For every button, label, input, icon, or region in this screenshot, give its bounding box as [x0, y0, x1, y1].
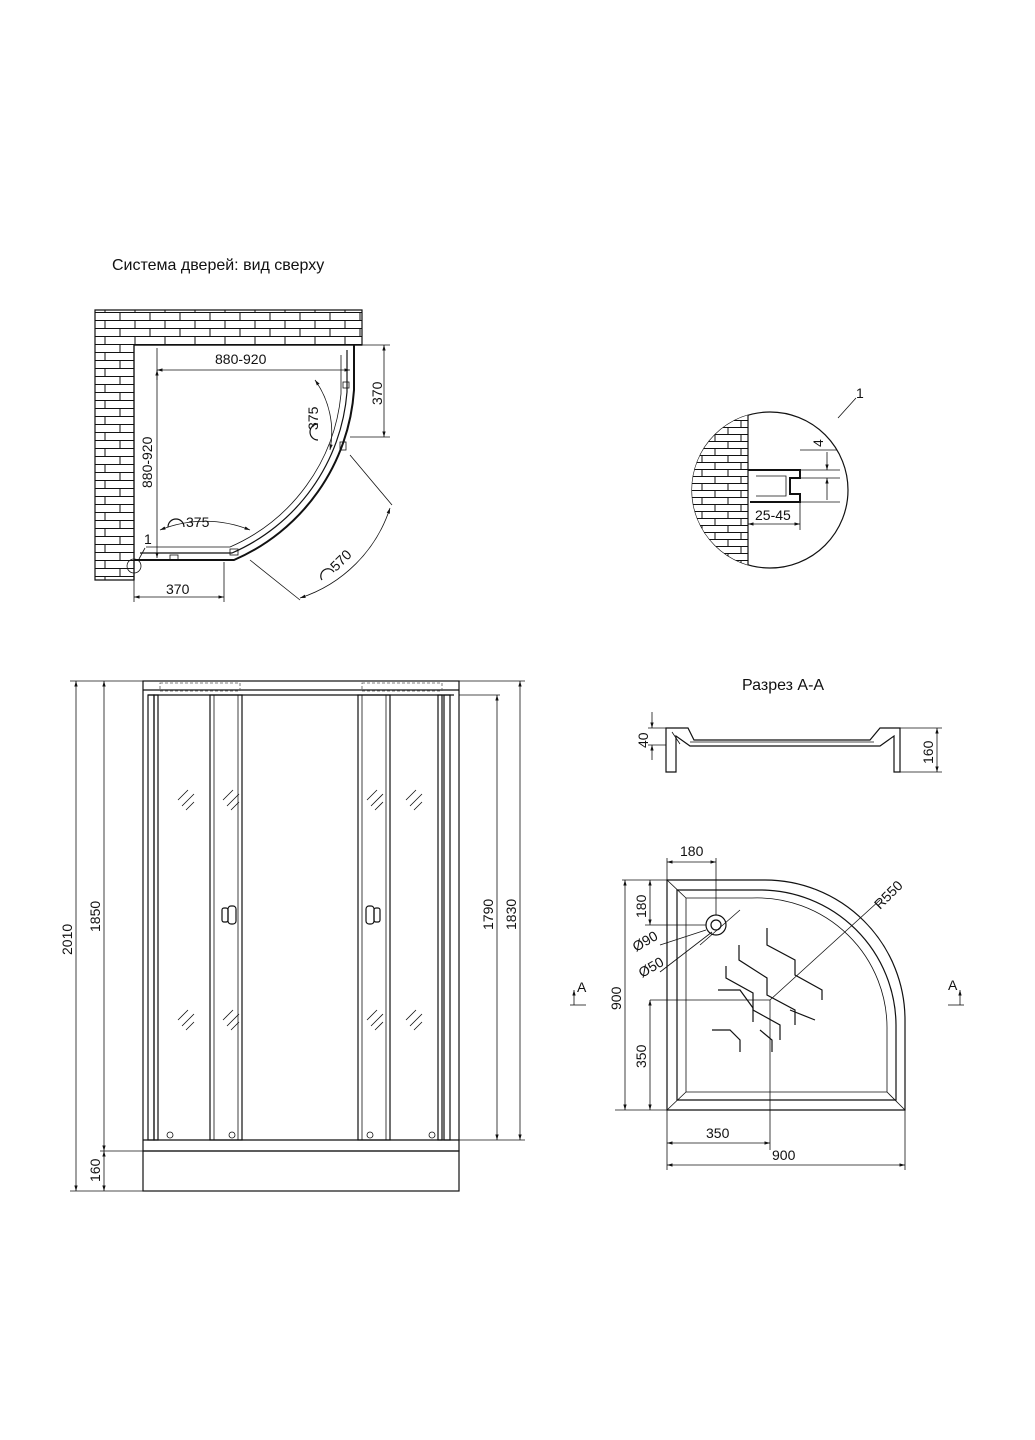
dim-plan-width: 900 [772, 1147, 796, 1163]
top-view-title: Система дверей: вид сверху [112, 257, 324, 274]
dim-depth: 880-920 [139, 436, 155, 488]
roller-left [169, 554, 179, 561]
roller-mid [339, 441, 347, 451]
section-view: Разрез А-А 40 160 [635, 677, 942, 773]
door-handle-left [221, 905, 237, 925]
frame-arc [134, 345, 355, 561]
roller-bottom [229, 548, 239, 556]
door-handle-right [365, 905, 381, 925]
dim-door-height: 1790 [480, 899, 496, 930]
dim-tray-height: 160 [87, 1158, 103, 1182]
dim-center-y: 350 [633, 1044, 649, 1068]
detail-callout: 1 [856, 385, 864, 401]
bottom-rollers [166, 1131, 436, 1139]
tray-plan: R550 180 180 Ø90 Ø50 900 350 350 900 [570, 843, 964, 1170]
dim-outlet: Ø90 [630, 927, 661, 954]
dim-width: 880-920 [215, 351, 267, 367]
door-panel-left [209, 694, 243, 1141]
dim-drain-y: 180 [633, 894, 649, 918]
detail-view: 4 25-45 1 [691, 385, 864, 569]
section-title: Разрез А-А [742, 677, 824, 694]
callout-circle [126, 558, 142, 574]
door-panel-right [357, 694, 391, 1141]
roller-top [342, 381, 350, 389]
dim-section-height: 160 [920, 740, 936, 764]
dim-right-offset: 370 [369, 381, 385, 405]
dim-inner-height: 1830 [503, 899, 519, 930]
cut-label-right: A [948, 977, 958, 993]
dim-drain: Ø50 [636, 953, 667, 980]
tray-front [142, 1150, 460, 1192]
callout-1: 1 [144, 531, 152, 547]
top-view: Система дверей: вид сверху 880-920 880-9… [94, 257, 393, 602]
dim-frame-height: 1850 [87, 901, 103, 932]
dim-plan-depth: 900 [608, 986, 624, 1010]
dim-radius: R550 [871, 877, 906, 912]
tray-outline [666, 879, 906, 1111]
cabin-frame [142, 680, 460, 1152]
profile-section [748, 469, 801, 503]
cut-label-left: A [577, 979, 587, 995]
dim-arc-right: 375 [305, 406, 321, 430]
cut-marker-left: A [570, 979, 587, 1006]
dim-adjust: 25-45 [755, 507, 791, 523]
cut-marker-right: A [948, 977, 964, 1006]
anti-slip-ribs [712, 928, 823, 1052]
glass-hatch [177, 789, 423, 1031]
dim-gap: 4 [810, 439, 826, 447]
dim-drain-x: 180 [680, 843, 704, 859]
dim-arc-bottom: 375 [186, 514, 210, 530]
dim-rim: 40 [635, 732, 651, 748]
dim-bottom-offset: 370 [166, 581, 190, 597]
front-view: 2010 1850 160 1790 1830 [59, 680, 525, 1192]
dim-center-x: 350 [706, 1125, 730, 1141]
tray-section [665, 727, 901, 773]
drain-inner [710, 919, 722, 931]
dim-total-height: 2010 [59, 924, 75, 955]
